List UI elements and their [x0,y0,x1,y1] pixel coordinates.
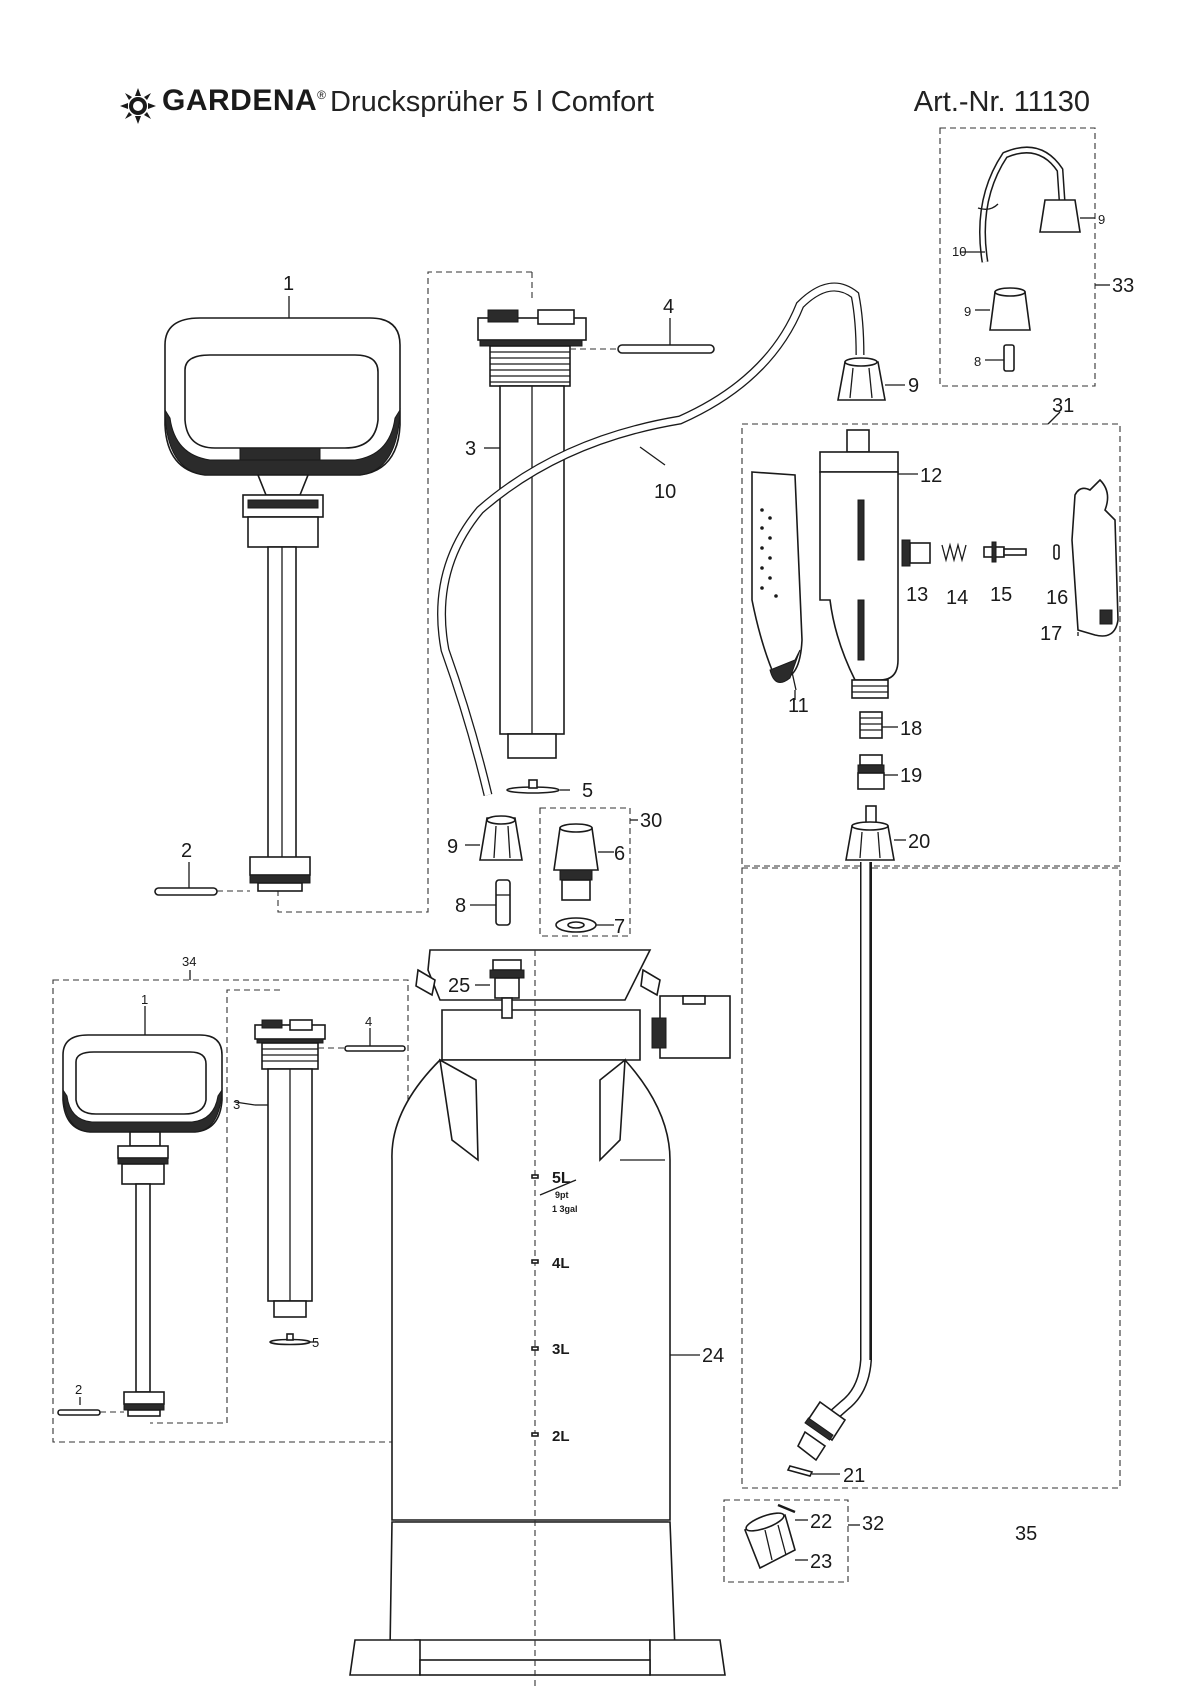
tank-scale-5l: 5L [552,1170,571,1187]
part-cover-11 [751,471,803,691]
gardena-sun-logo-icon [120,88,156,124]
part-nozzle-23 [743,1512,808,1570]
callout-22: 22 [810,1511,832,1533]
part-screw-13 [901,539,931,567]
part-valve-5 [506,779,570,794]
callout-33-8: 8 [974,354,981,369]
part-fitting-19 [857,754,898,790]
callout-34-3: 3 [233,1097,240,1112]
part-washer-7 [555,917,614,933]
product-title: Drucksprüher 5 l Comfort [330,86,654,118]
callout-7: 7 [614,916,625,938]
group-33-parts [960,146,1095,372]
callout-32: 32 [862,1513,884,1535]
callout-18: 18 [900,718,922,740]
callout-33-9b: 9 [964,304,971,319]
callout-8: 8 [455,895,466,917]
part-spring-14 [941,542,967,563]
part-seal-16 [1053,544,1060,560]
callout-35: 35 [1015,1523,1037,1545]
group-box-35 [741,867,1121,1489]
group-box-30 [539,807,631,937]
callout-33: 33 [1112,275,1134,297]
page-header: GARDENA® Drucksprüher 5 l Comfort Art.-N… [0,0,1200,140]
callout-16: 16 [1046,587,1068,609]
callout-33-10: 10 [952,244,966,259]
brand-name: GARDENA® [162,84,327,117]
callout-14: 14 [946,587,968,609]
group-box-33 [939,127,1096,387]
group-box-32 [723,1499,849,1583]
callout-33-9a: 9 [1098,212,1105,227]
callout-34: 34 [182,954,196,969]
callout-21: 21 [843,1465,865,1487]
callout-6: 6 [614,843,625,865]
callout-12: 12 [920,465,942,487]
part-connector-6 [553,823,614,901]
part-fitting-18 [859,711,898,739]
article-number: Art.-Nr. 11130 [913,86,1090,118]
mini-pump-bracket [150,989,280,1424]
part-lance-20 [796,805,906,1462]
callout-34-1: 1 [141,992,148,1007]
callout-34-5: 5 [312,1335,319,1350]
callout-34-2: 2 [75,1382,82,1397]
tank-scale-gal: 1 3gal [552,1204,578,1214]
callout-34-4: 4 [365,1014,372,1029]
part-lever-17 [1071,478,1119,637]
pump-assembly-bracket [277,271,532,913]
part-pump-cylinder [477,309,587,759]
group-34-cylinder [254,1019,406,1346]
part-handle-body-12 [819,429,918,699]
part-nut-9-top [837,357,905,401]
callout-19: 19 [900,765,922,787]
tank-scale-pt: 9pt [555,1190,569,1200]
part-valve-15 [983,541,1027,563]
callout-31: 31 [1052,395,1074,417]
part-handle [164,317,401,888]
callout-15: 15 [990,584,1012,606]
callout-3: 3 [465,438,476,460]
callout-13: 13 [906,584,928,606]
part-pump-base [154,856,311,896]
callout-11: 11 [788,695,809,717]
callout-4: 4 [663,296,674,318]
part-nut-9-lower [465,815,523,861]
callout-2: 2 [181,840,192,862]
callout-9-lower: 9 [447,836,458,858]
tank-scale-3l: 3L [552,1341,570,1358]
callout-25: 25 [448,975,470,997]
part-tank-24 [349,949,731,1690]
callout-10: 10 [654,481,676,503]
callout-1: 1 [283,273,294,295]
tank-scale-4l: 4L [552,1255,570,1272]
part-nipple-8 [470,879,511,926]
tank-scale-2l: 2L [552,1428,570,1445]
callout-20: 20 [908,831,930,853]
callout-23: 23 [810,1551,832,1573]
part-seal-21 [786,1465,840,1477]
callout-30: 30 [640,810,662,832]
part-seal-22 [777,1503,808,1521]
callout-9-top: 9 [908,375,919,397]
callout-24: 24 [702,1345,724,1367]
callout-5: 5 [582,780,593,802]
callout-17: 17 [1040,623,1062,645]
group-34-handle [57,1034,223,1417]
part-valve-25 [475,959,525,1019]
part-seal-4 [570,344,715,354]
